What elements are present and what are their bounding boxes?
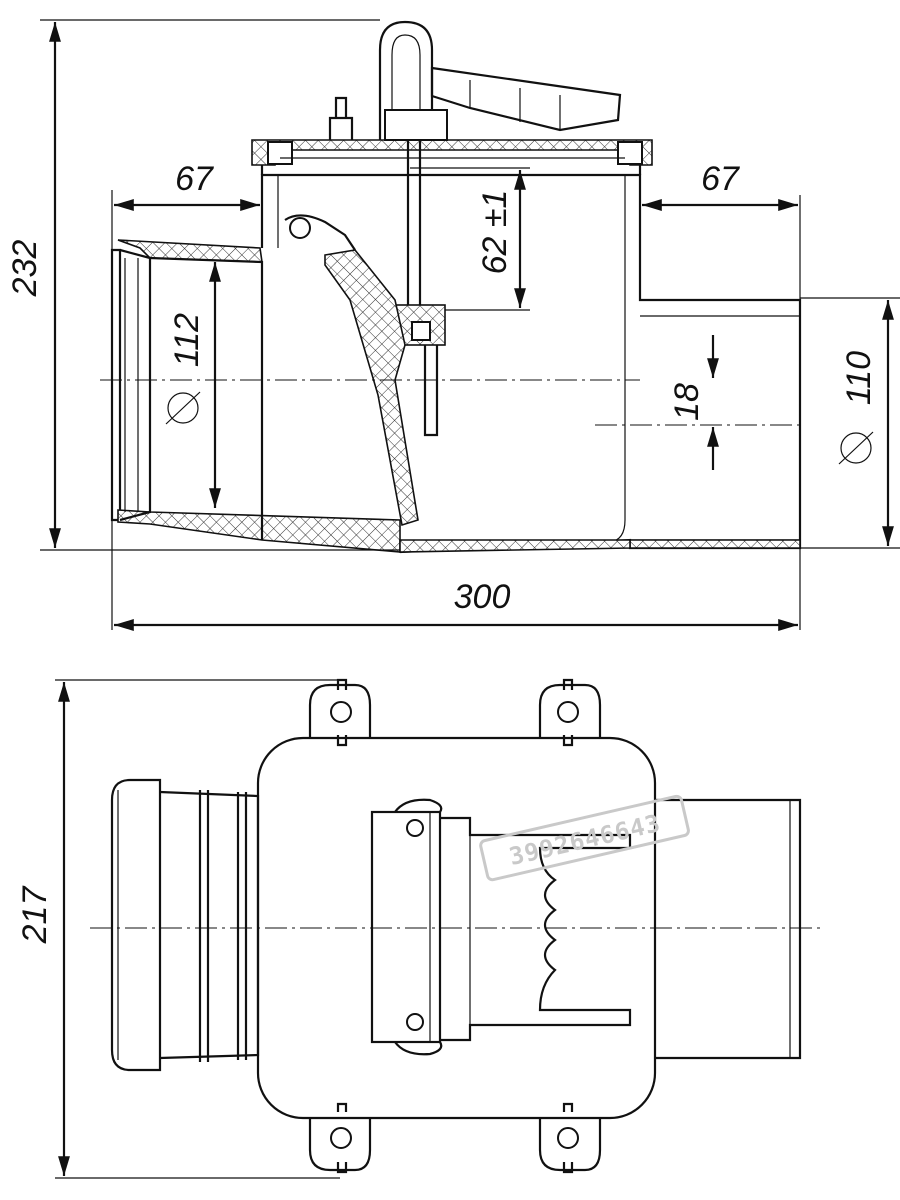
svg-text:112: 112: [168, 313, 206, 367]
socket-bottom-wall: [117, 509, 401, 553]
dim-inlet-diameter: 112: [165, 313, 206, 425]
top-view: 217 3992646643: [16, 678, 820, 1179]
dim-height-top: 217: [16, 886, 54, 945]
handle-plate: [370, 810, 442, 1044]
socket-body: [110, 248, 122, 522]
cover: [251, 139, 653, 166]
flap: [324, 249, 419, 527]
outlet-top: [655, 798, 802, 1060]
side-view: 232 67 67 62 ±1 112 110 18 300: [6, 19, 900, 631]
housing-outline: [260, 173, 802, 554]
watermark: 3992646643: [479, 794, 690, 882]
svg-text:110: 110: [840, 351, 878, 405]
lever-hook: [378, 20, 434, 140]
dim-damper-gap: 62 ±1: [476, 190, 514, 275]
dim-left-socket: 67: [175, 160, 214, 198]
bolt-lugs: [308, 678, 602, 1174]
dim-offset: 18: [668, 383, 706, 421]
dim-outlet-diameter: 110: [838, 351, 878, 465]
dim-overall-length: 300: [454, 578, 511, 616]
dim-right-spigot: 67: [701, 160, 740, 198]
lever-arm: [430, 66, 622, 132]
dim-height-side: 232: [6, 240, 44, 298]
socket-top: [110, 778, 162, 1072]
